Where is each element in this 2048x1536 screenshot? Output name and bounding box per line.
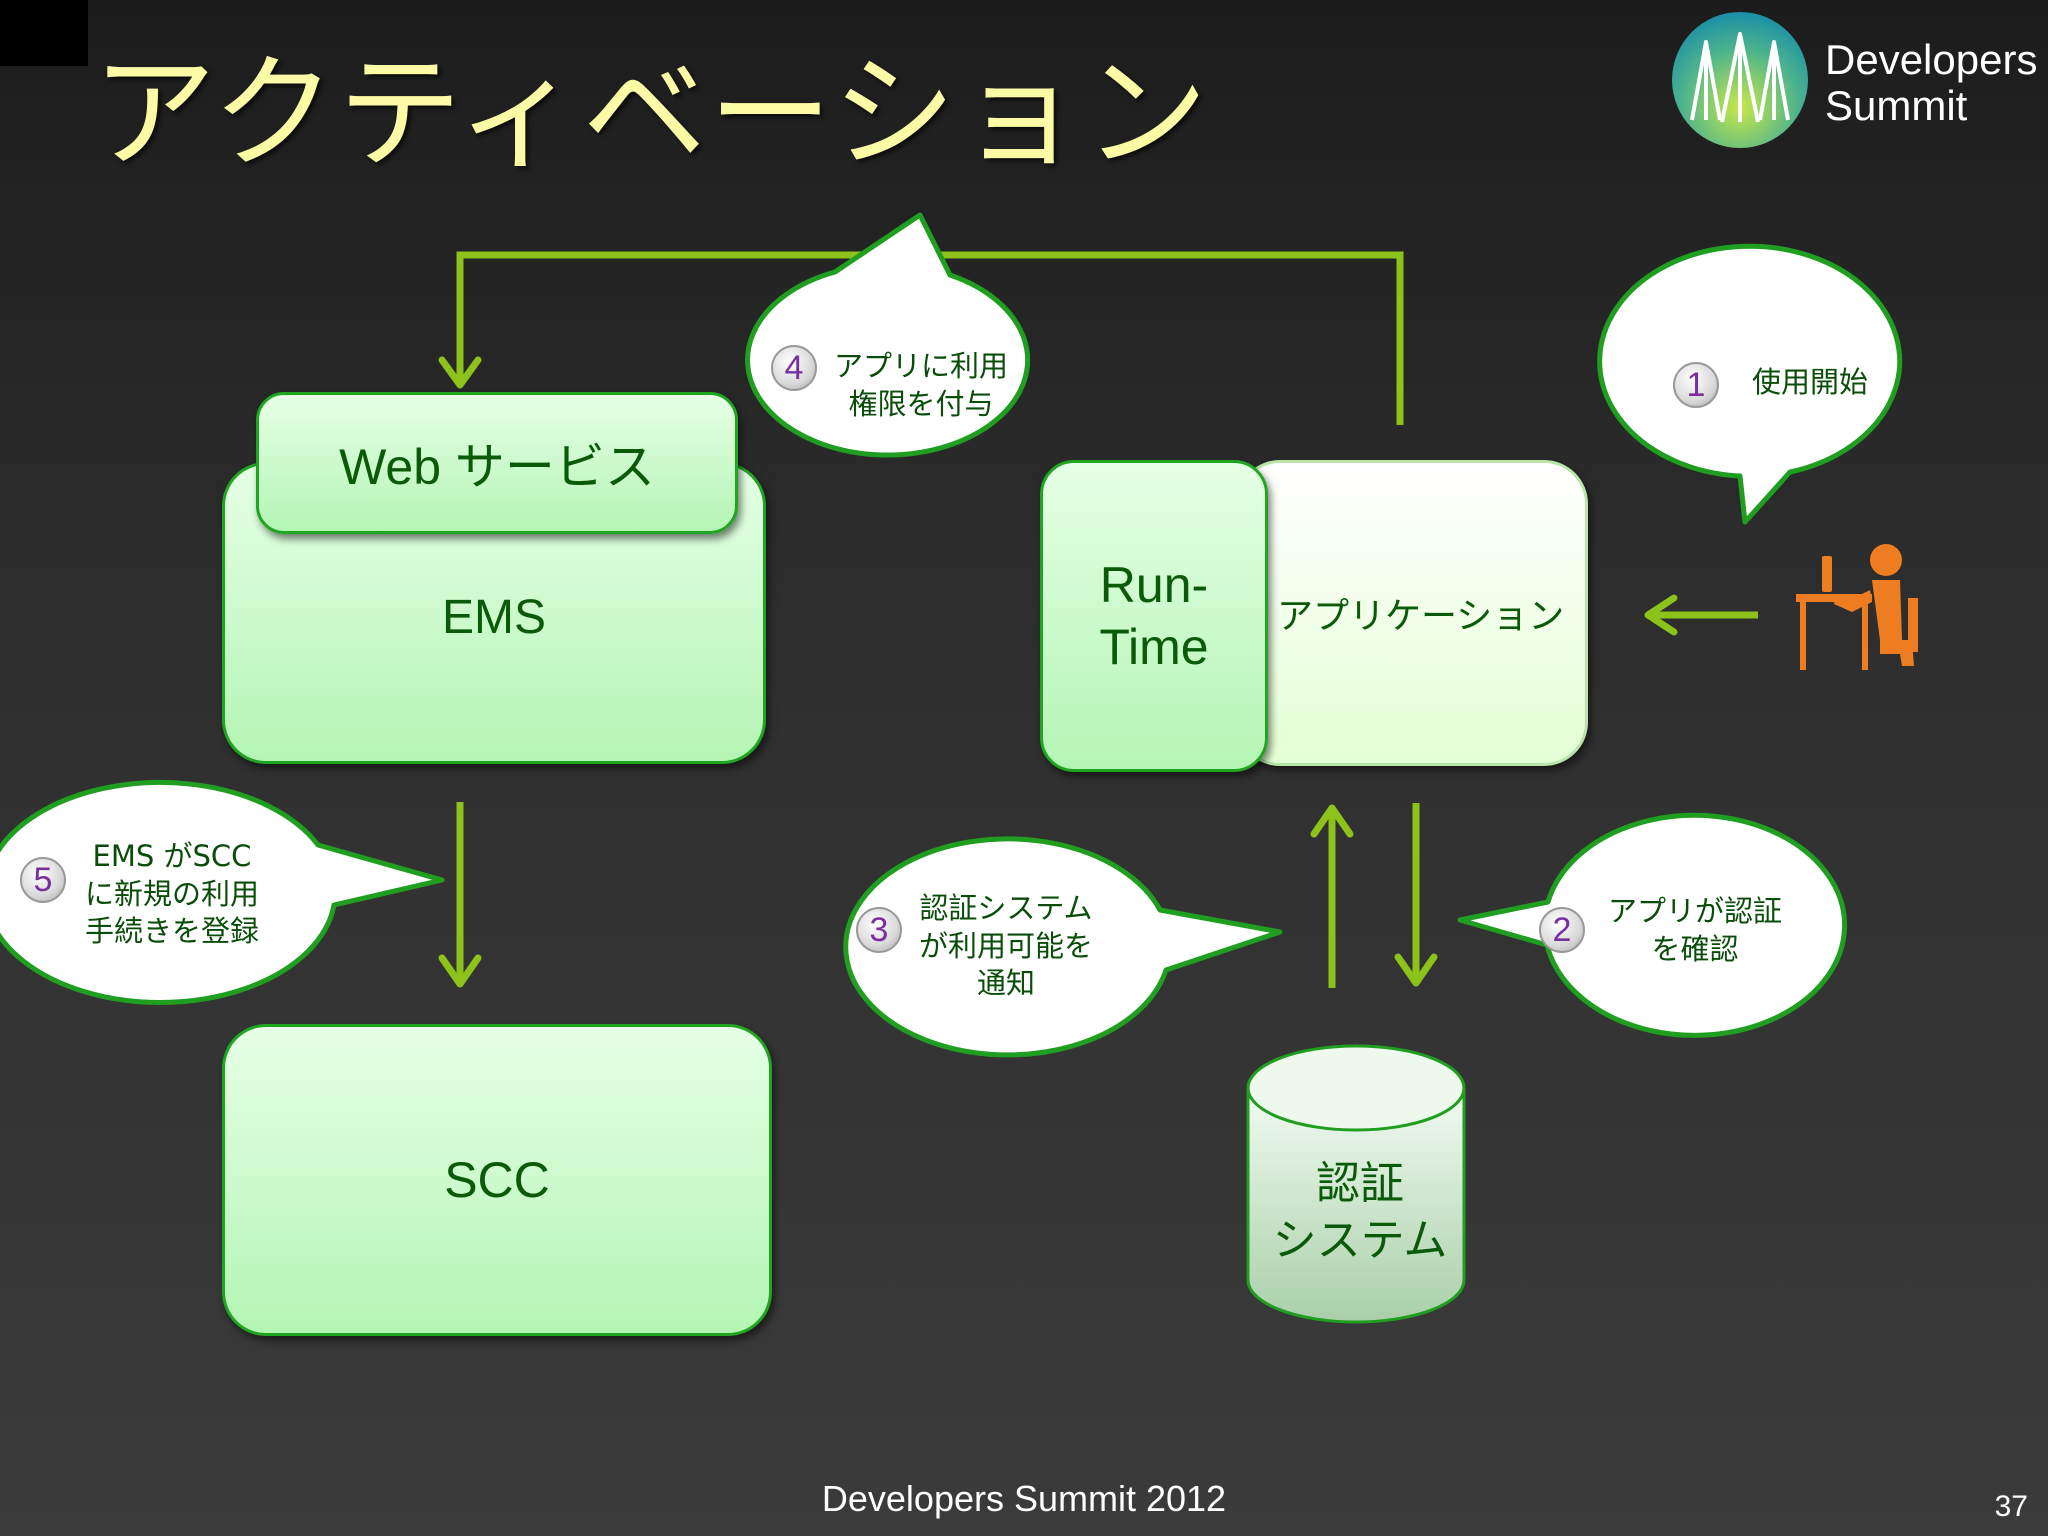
bubble-5-line3: 手続きを登録 (84, 914, 259, 949)
bubble-3-line1: 認証システム (919, 891, 1093, 925)
scc-label: SCC (444, 1152, 550, 1208)
arrow-ems-to-scc (438, 802, 482, 988)
logo-text-summit: Summit (1825, 82, 1968, 129)
bubble-5-line1: EMS がSCC (92, 839, 252, 873)
web-service-label: Web サービス (339, 439, 655, 495)
bubble-3-text: 認証システム が利用可能を 通知 (906, 890, 1106, 1003)
logo-trees-icon (1672, 12, 1808, 148)
auth-system-label-line1: 認証 (1316, 1158, 1404, 1209)
speech-bubble-5 (0, 779, 445, 1005)
bubble-2-line1: アプリが認証 (1607, 894, 1782, 928)
auth-system-label-line2: システム (1272, 1215, 1448, 1267)
bubble-5-line2: に新規の利用 (84, 876, 259, 911)
user-at-desk-icon (1796, 544, 1918, 670)
page-number: 37 (1994, 1490, 2028, 1523)
bubble-1-line1: 使用開始 (1751, 365, 1868, 399)
runtime-label-line2: Time (1099, 619, 1209, 675)
arrow-app-to-auth (1394, 803, 1438, 987)
ems-label: EMS (441, 590, 546, 644)
web-service-box: Web サービス (256, 392, 738, 534)
step-number-5: 5 (20, 857, 66, 903)
logo-text-developers: Developers (1825, 36, 2038, 83)
step-number-3: 3 (856, 907, 902, 953)
application-label: アプリケーション (1277, 596, 1565, 637)
speech-bubble-1 (1597, 243, 1903, 525)
speech-bubble-4 (745, 212, 1031, 458)
runtime-box: Run- Time (1040, 460, 1268, 772)
developers-summit-logo: Developers Summit (1670, 10, 2040, 150)
step-number-4: 4 (771, 345, 817, 391)
bubble-5-text: EMS がSCC に新規の利用 手続きを登録 (72, 838, 272, 951)
bubble-2-line2: を確認 (1651, 931, 1739, 966)
runtime-label-line1: Run- (1099, 556, 1209, 613)
bubble-3-line3: 通知 (976, 966, 1035, 1001)
speech-bubble-3 (843, 836, 1283, 1058)
speech-bubble-2 (1457, 812, 1848, 1038)
bubble-1-text: 使用開始 (1745, 364, 1875, 402)
auth-system-label: 認証 システム (1240, 1155, 1480, 1269)
bubble-4-line1: アプリに利用 (833, 349, 1008, 383)
arrow-auth-to-app (1310, 804, 1354, 988)
arrow-user-to-app (1644, 594, 1758, 636)
corner-block (0, 0, 88, 66)
bubble-2-text: アプリが認証 を確認 (1595, 893, 1795, 968)
application-box: アプリケーション (1236, 460, 1588, 766)
slide-footer: Developers Summit 2012 (821, 1478, 1227, 1519)
bubble-4-line2: 権限を付与 (848, 386, 994, 421)
step-number-1: 1 (1673, 362, 1719, 408)
scc-box: SCC (222, 1024, 772, 1336)
bubble-4-text: アプリに利用 権限を付与 (826, 348, 1016, 423)
bubble-3-line2: が利用可能を (918, 928, 1093, 963)
slide-title: アクティベーション (92, 42, 1210, 186)
auth-system-database-icon (1246, 1044, 1466, 1324)
step-number-2: 2 (1539, 907, 1585, 953)
